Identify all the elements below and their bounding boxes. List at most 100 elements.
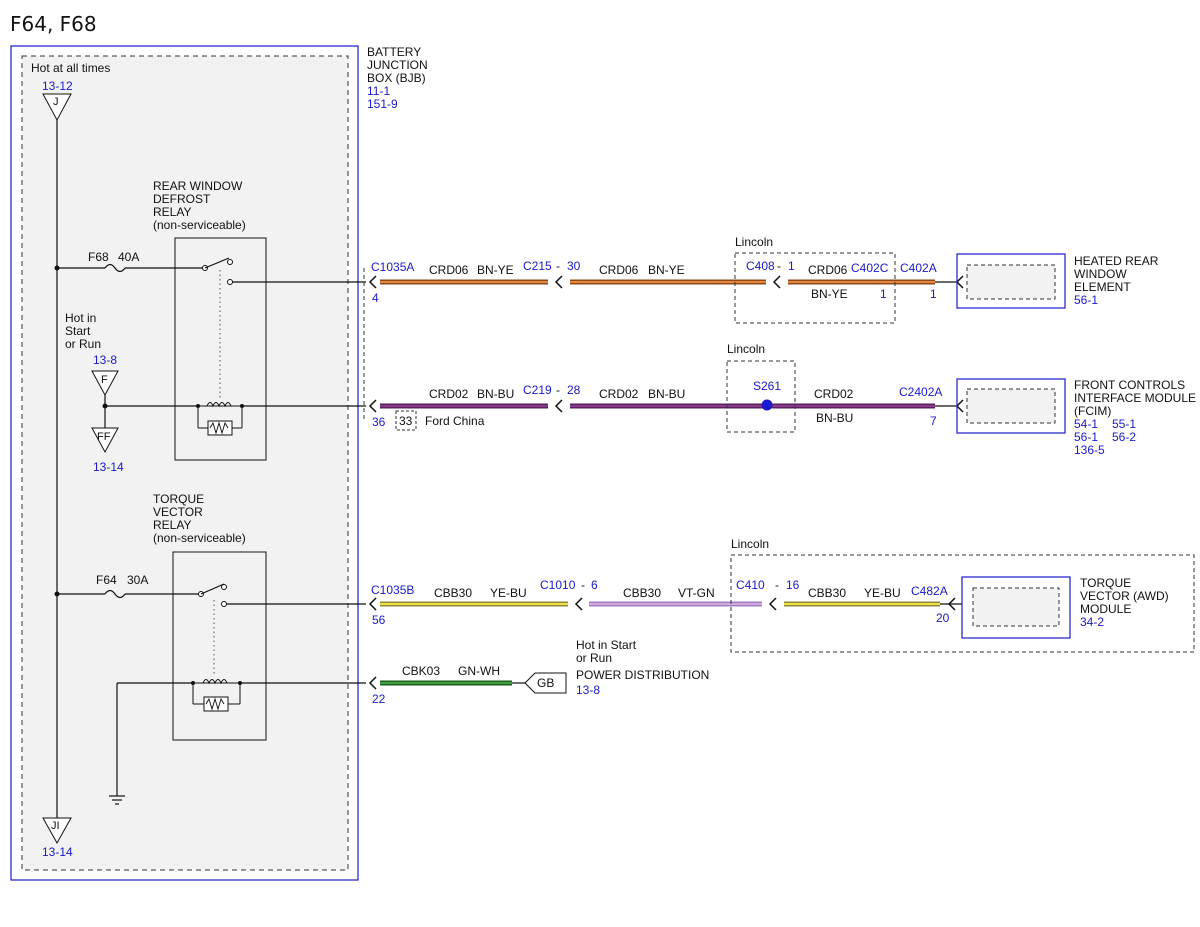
- c1035a-connector[interactable]: C1035A: [371, 260, 414, 274]
- fcim-device[interactable]: [956, 378, 1066, 434]
- lincoln-label-2: Lincoln: [727, 342, 765, 356]
- arrow-icon: [554, 399, 563, 413]
- fcim-label-line1: FRONT CONTROLS: [1074, 378, 1185, 392]
- fcim-ref-5[interactable]: 136-5: [1074, 443, 1105, 457]
- bjb-label-line1: BATTERY: [367, 45, 421, 59]
- c402a-connector[interactable]: C402A: [900, 261, 937, 275]
- bjb-ref-1[interactable]: 11-1: [367, 84, 390, 98]
- fcim-ref-4[interactable]: 56-2: [1112, 430, 1136, 444]
- fuse-f68-label: F68: [88, 250, 109, 264]
- c4-wire-id: CBK03: [402, 664, 440, 678]
- top-bus-ref[interactable]: 13-12: [42, 79, 73, 93]
- top-bus-pin: J: [53, 96, 59, 108]
- c2-wire2-color: BN-BU: [648, 387, 685, 401]
- fuse-f64-label: F64: [96, 573, 117, 587]
- c402c-pin: 1: [880, 287, 887, 301]
- hrwe-label-line2: WINDOW: [1074, 267, 1127, 281]
- arrow-icon: [772, 275, 781, 289]
- c1010-pin: 6: [591, 578, 598, 592]
- fcim-ref-2[interactable]: 55-1: [1112, 417, 1136, 431]
- c3-wire3-color: YE-BU: [864, 586, 901, 600]
- fuse-f64-icon: [104, 589, 126, 599]
- relay1-switch-icon: [204, 257, 230, 269]
- tvm-label-line2: VECTOR (AWD): [1080, 589, 1169, 603]
- relay2-switch-icon: [200, 583, 225, 595]
- tvm-ref[interactable]: 34-2: [1080, 615, 1104, 629]
- c219-dash: -: [556, 383, 560, 397]
- c2402a-connector[interactable]: C2402A: [899, 385, 942, 399]
- c215-connector[interactable]: C215: [523, 259, 552, 273]
- c410-pin: 16: [786, 578, 800, 592]
- c2-wire2-id: CRD02: [599, 387, 639, 401]
- relay2-label-line4: (non-serviceable): [153, 531, 246, 545]
- hot-at-all-times-label: Hot at all times: [31, 61, 110, 75]
- hot-run-label-line3: or Run: [65, 337, 101, 351]
- fcim-ref-1[interactable]: 54-1: [1074, 417, 1098, 431]
- c1010-connector[interactable]: C1010: [540, 578, 576, 592]
- bjb-inner-dashed: [21, 55, 349, 871]
- arrow-icon: [368, 597, 377, 611]
- c408-connector[interactable]: C408: [746, 259, 775, 273]
- c2-wire3-id: CRD02: [814, 387, 854, 401]
- relay2-label-line2: VECTOR: [153, 505, 203, 519]
- c482a-pin: 20: [936, 611, 950, 625]
- heated-rear-window-device[interactable]: [956, 253, 1066, 309]
- fuse-f68-amp: 40A: [118, 250, 139, 264]
- c2-wire3-color: BN-BU: [816, 411, 853, 425]
- c408-pin: 1: [788, 259, 795, 273]
- hrwe-ref[interactable]: 56-1: [1074, 293, 1098, 307]
- relay1-resistor-icon: [209, 421, 229, 435]
- lincoln-region-3: [730, 554, 1195, 653]
- fcim-label-line3: (FCIM): [1074, 404, 1111, 418]
- circuit-4: GB 22 CBK03 GN-WH Hot in Start or Run PO…: [368, 638, 709, 706]
- c219-pin: 28: [567, 383, 581, 397]
- c410-connector[interactable]: C410: [736, 578, 765, 592]
- c1-wire1-color: BN-YE: [477, 263, 514, 277]
- relay2-box: [172, 551, 267, 741]
- c1-wire1-id: CRD06: [429, 263, 469, 277]
- bottom-bus-ref[interactable]: 13-14: [42, 845, 73, 859]
- c482a-connector[interactable]: C482A: [911, 584, 948, 598]
- power-dist-label-line1: Hot in Start: [576, 638, 637, 652]
- arrow-icon: [554, 275, 563, 289]
- ff-pin-ref[interactable]: 13-14: [93, 460, 124, 474]
- f-pin-ref[interactable]: 13-8: [93, 353, 117, 367]
- bjb-ref-2[interactable]: 151-9: [367, 97, 398, 111]
- arrow-icon: [368, 275, 377, 289]
- splice-icon: [761, 399, 773, 411]
- c1-wire2-color: BN-YE: [648, 263, 685, 277]
- c219-connector[interactable]: C219: [523, 383, 552, 397]
- c2-alt-pin: 33: [399, 414, 413, 428]
- ford-china-label: Ford China: [425, 414, 485, 428]
- fcim-ref-3[interactable]: 56-1: [1074, 430, 1098, 444]
- fuse-f64-amp: 30A: [127, 573, 148, 587]
- ground-gb-connector-icon: [524, 672, 567, 694]
- c402c-connector[interactable]: C402C: [851, 261, 889, 275]
- tvm-label-line3: MODULE: [1080, 602, 1131, 616]
- c1035b-connector[interactable]: C1035B: [371, 583, 414, 597]
- arrow-icon: [368, 399, 377, 413]
- c2-pin: 36: [372, 415, 386, 429]
- f-connector-icon: [91, 370, 119, 397]
- ground-gb-label[interactable]: GB: [537, 676, 554, 690]
- c215-pin: 30: [567, 259, 581, 273]
- torque-vector-module-device[interactable]: [961, 576, 1071, 639]
- lincoln-region-1: [734, 252, 896, 324]
- c4-wire-color: GN-WH: [458, 664, 500, 678]
- relay2-label-line1: TORQUE: [153, 492, 204, 506]
- power-dist-ref[interactable]: 13-8: [576, 683, 600, 697]
- s261-splice[interactable]: S261: [753, 379, 781, 393]
- circuit-3: C1035B 56 CBB30 YE-BU C1010 - 6 CBB30 VT…: [368, 537, 1195, 653]
- fcim-label-line2: INTERFACE MODULE: [1074, 391, 1196, 405]
- bottom-bus-connector-icon: [42, 817, 72, 845]
- c3-wire1-id: CBB30: [434, 586, 472, 600]
- c3-wire1-color: YE-BU: [490, 586, 527, 600]
- relay1-label-line3: RELAY: [153, 205, 191, 219]
- c1-wire3-id: CRD06: [808, 263, 848, 277]
- arrow-icon: [768, 597, 777, 611]
- hrwe-label-line1: HEATED REAR: [1074, 254, 1159, 268]
- arrow-icon: [955, 275, 964, 289]
- c410-dash: -: [775, 578, 779, 592]
